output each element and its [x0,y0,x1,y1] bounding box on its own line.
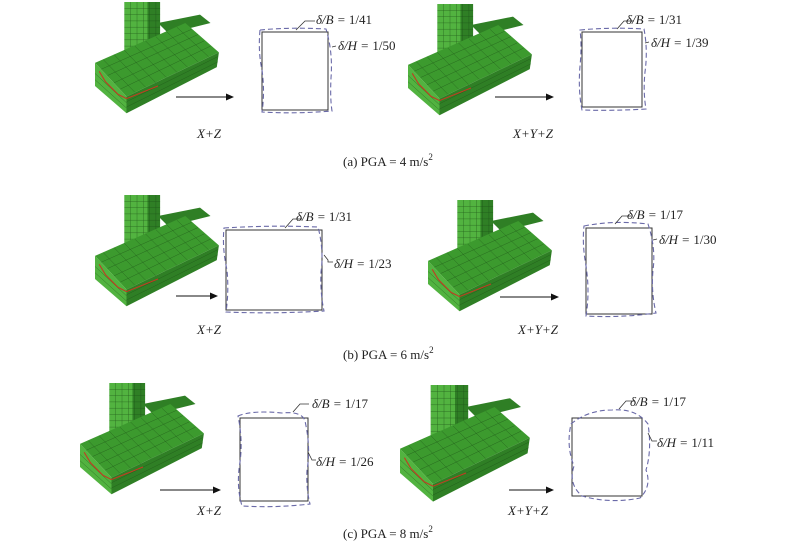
drift-dh-c-xz: δ/H = 1/26 [316,454,374,469]
drift-db-b-xyz: δ/B = 1/17 [627,207,683,222]
drift-dh-a-xyz: δ/H = 1/39 [651,35,708,50]
frame-b-xyz [585,227,653,315]
drift-db-a-xz: δ/B = 1/41 [316,12,372,27]
arrowhead-a-xz [226,93,234,101]
drift-dh-b-xyz: δ/H = 1/30 [659,232,716,247]
drift-db-c-xyz: δ/B = 1/17 [630,394,686,409]
leader-dh-c-xz [307,451,316,461]
leader-db-b-xz [284,218,302,229]
drift-dh-b-xz: δ/H = 1/23 [334,256,391,271]
load-label-b-xz: X+Z [196,322,222,337]
load-label-a-xz: X+Z [196,126,222,141]
drift-dh-a-xz: δ/H = 1/50 [338,38,395,53]
arrowhead-c-xz [213,486,221,494]
panel-a: δ/B = 1/41 δ/H = 1/50 X+Z δ/B = 1/31 δ/H… [94,1,708,169]
drift-db-a-xyz: δ/B = 1/31 [626,12,682,27]
frame-c-xyz [571,417,643,497]
frame-c-xz [239,417,309,502]
leader-dh-c-xyz [647,432,657,442]
fe-model-a-xyz [407,3,533,116]
frame-a-xz [261,31,329,111]
load-label-c-xyz: X+Y+Z [507,503,549,518]
drift-db-b-xz: δ/B = 1/31 [296,209,352,224]
deformed-b-xyz [582,221,657,318]
leader-db-a-xyz [616,20,634,30]
frame-b-xz [225,229,323,311]
arrowhead-a-xyz [546,93,554,101]
leader-db-c-xz [292,403,309,413]
fe-model-c-xz [79,382,205,495]
caption-a: (a) PGA = 4 m/s2 [343,152,433,169]
leader-db-a-xz [295,20,315,31]
fe-model-b-xz [94,194,220,307]
load-label-c-xz: X+Z [196,503,222,518]
load-label-b-xyz: X+Y+Z [517,322,559,337]
arrowhead-c-xyz [546,486,554,494]
load-label-a-xyz: X+Y+Z [512,126,554,141]
panel-b: δ/B = 1/31 δ/H = 1/23 X+Z δ/B = 1/17 δ/H… [94,194,716,362]
leader-dh-a-xyz [644,41,650,44]
deformed-c-xz [237,411,311,508]
leader-db-b-xyz [614,215,631,225]
caption-b: (b) PGA = 6 m/s2 [343,345,434,362]
leader-dh-a-xz [331,45,337,48]
drift-db-c-xz: δ/B = 1/17 [312,396,368,411]
deformed-b-xz [222,225,325,314]
frame-a-xyz [581,31,643,108]
caption-c: (c) PGA = 8 m/s2 [343,524,433,541]
panel-c: δ/B = 1/17 δ/H = 1/26 X+Z δ/B = 1/17 δ/H… [79,382,714,541]
deformed-a-xyz [578,27,647,111]
arrowhead-b-xz [210,292,218,300]
fe-model-b-xyz [427,199,553,312]
arrowhead-b-xyz [551,293,559,301]
deformed-c-xyz [568,409,651,502]
leader-db-c-xyz [618,400,634,410]
deformed-a-xz [258,27,333,114]
drift-dh-c-xyz: δ/H = 1/11 [657,435,714,450]
leader-dh-b-xyz [652,238,658,241]
leader-dh-b-xz [323,254,333,263]
fe-model-c-xyz [399,384,531,503]
